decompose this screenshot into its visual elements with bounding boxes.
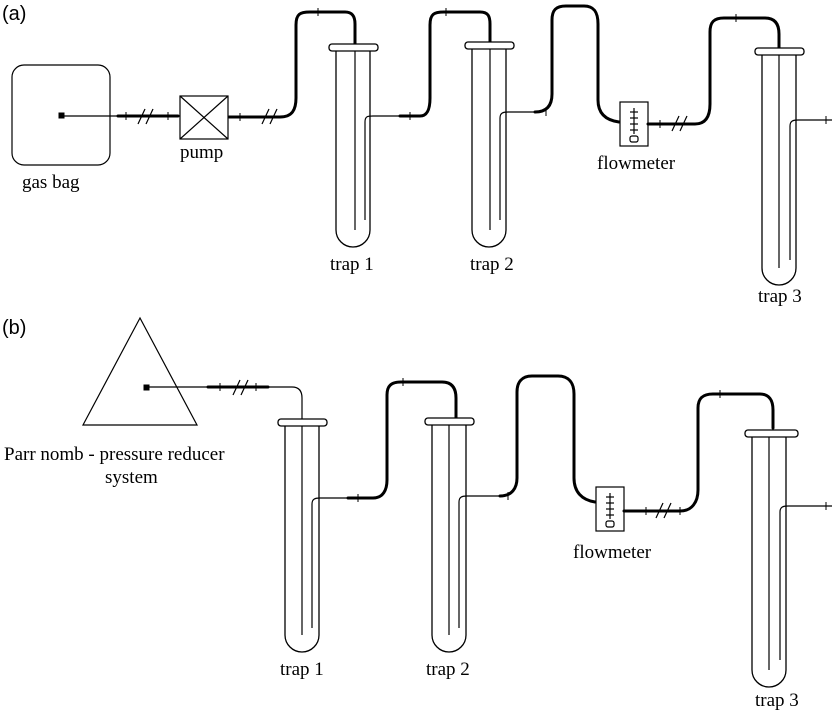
- hose-flowmeter-trap3-a: [646, 16, 781, 126]
- trap-2-a: [464, 41, 535, 248]
- trap-1-a-label: trap 1: [330, 254, 374, 275]
- trap-1-a: [328, 43, 400, 248]
- trap-3-a-label: trap 3: [758, 286, 802, 307]
- hose-trap2-flowmeter-a: [533, 4, 621, 124]
- panel-b-label: (b): [2, 317, 26, 339]
- hose-pump-trap1: [227, 10, 357, 119]
- pump-label: pump: [180, 142, 223, 163]
- trap-1-b: [277, 418, 348, 653]
- parr-bomb-label-line2: system: [105, 467, 158, 488]
- gas-bag: [11, 64, 111, 166]
- parr-bomb-icon: [82, 316, 198, 426]
- hose-trap1-trap2-a: [398, 10, 492, 118]
- trap-2-a-label: trap 2: [470, 254, 514, 275]
- flowmeter-a-icon: [619, 101, 649, 147]
- trap-3-a: [754, 47, 832, 286]
- flowmeter-b-label: flowmeter: [573, 542, 652, 563]
- gas-bag-label: gas bag: [22, 172, 80, 193]
- flowmeter-b-icon: [595, 486, 625, 532]
- parr-bomb-label-line1: Parr nomb - pressure reducer: [4, 444, 225, 465]
- trap-2-b-label: trap 2: [426, 659, 470, 680]
- hose-trap1-trap2-b: [346, 380, 458, 500]
- pump-icon: [179, 95, 229, 140]
- trap-3-b-label: trap 3: [755, 690, 799, 711]
- flowmeter-a-label: flowmeter: [597, 153, 676, 174]
- trap-2-b: [424, 417, 500, 653]
- hose-flowmeter-trap3-b: [622, 392, 775, 513]
- panel-b: (b) Parr nomb - pressure reducer system …: [2, 316, 832, 711]
- panel-a-label: (a): [2, 3, 26, 25]
- trap-1-b-label: trap 1: [280, 659, 324, 680]
- hose-trap2-flowmeter-b: [498, 374, 597, 504]
- trap-3-b: [744, 429, 832, 688]
- panel-a: (a) gas bag pump trap 1: [2, 3, 832, 307]
